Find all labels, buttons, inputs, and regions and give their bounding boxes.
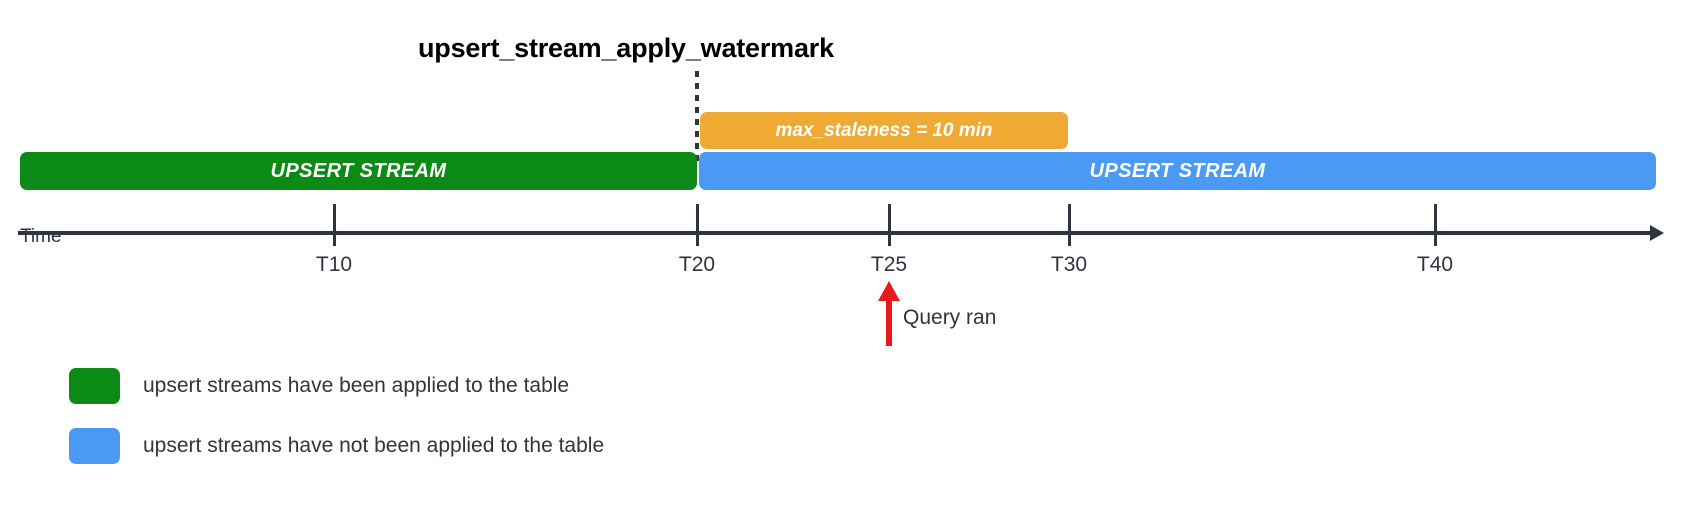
axis-tick-t20 (696, 204, 699, 246)
legend-label-applied: upsert streams have been applied to the … (143, 374, 570, 397)
watermark-dotted-line (695, 71, 699, 166)
arrow-right-icon (1650, 225, 1664, 241)
legend-swatch-applied (69, 368, 120, 404)
upsert-stream-bar-applied-label: UPSERT STREAM (270, 159, 447, 182)
timeline-axis (18, 231, 1658, 235)
axis-tick-t40 (1434, 204, 1437, 246)
axis-tick-t30 (1068, 204, 1071, 246)
upsert-stream-bar-not-applied-label: UPSERT STREAM (1089, 159, 1266, 182)
legend-label-not-applied: upsert streams have not been applied to … (143, 434, 605, 457)
axis-tick-t25 (888, 204, 891, 246)
arrow-up-icon (878, 281, 900, 301)
axis-tick-label-t30: T30 (1050, 253, 1088, 276)
axis-tick-label-t20: T20 (678, 253, 716, 276)
query-ran-label: Query ran (903, 306, 997, 329)
max-staleness-label: max_staleness = 10 min (775, 119, 993, 141)
axis-tick-label-t10: T10 (315, 253, 353, 276)
axis-tick-t10 (333, 204, 336, 246)
page-title: upsert_stream_apply_watermark (418, 33, 834, 63)
legend-swatch-not-applied (69, 428, 120, 464)
upsert-stream-bar-applied: UPSERT STREAM (20, 152, 697, 190)
timeline-axis-label: Time (20, 226, 62, 247)
query-ran-arrow-shaft (886, 298, 892, 346)
max-staleness-badge: max_staleness = 10 min (700, 112, 1068, 149)
axis-tick-label-t25: T25 (870, 253, 908, 276)
upsert-stream-bar-not-applied: UPSERT STREAM (699, 152, 1656, 190)
axis-tick-label-t40: T40 (1416, 253, 1454, 276)
